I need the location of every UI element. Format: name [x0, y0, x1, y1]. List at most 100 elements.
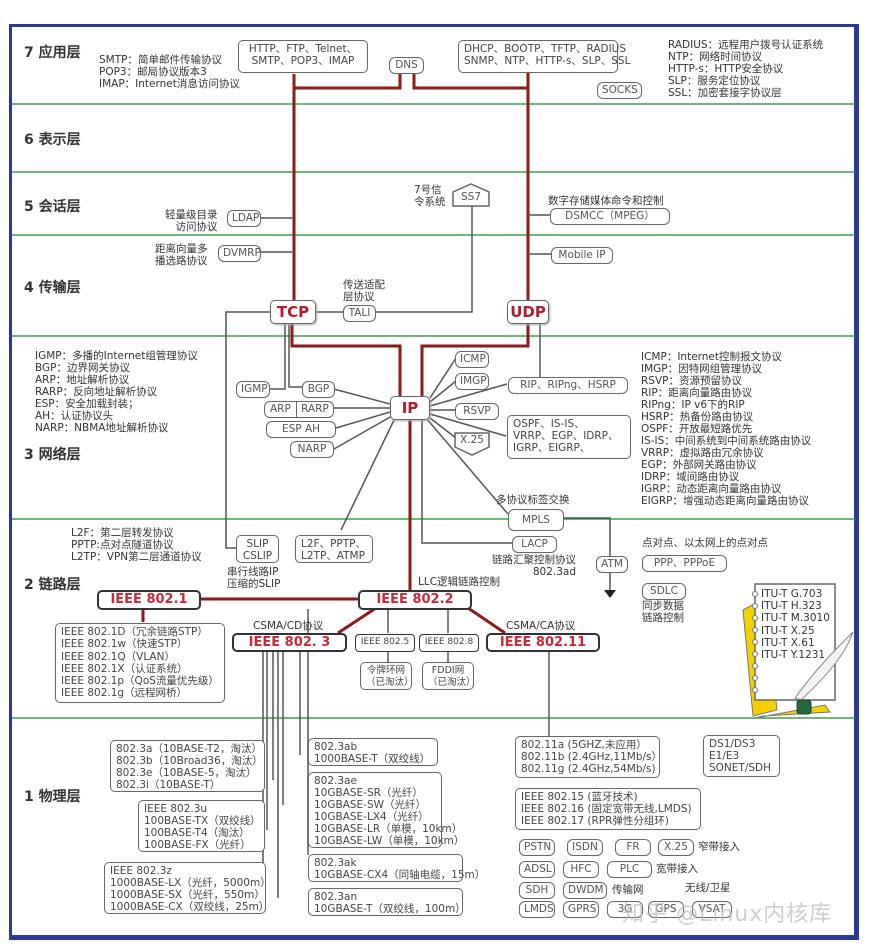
mpls-box: MPLS	[508, 509, 564, 531]
adsl-box: ADSL	[519, 861, 555, 878]
watermark: 知乎 @Linux内核库	[622, 902, 833, 927]
ieee-8025-box: IEEE 802.5	[355, 634, 415, 652]
l2f-group-box: L2F、PPTP、 L2TP、ATMP	[295, 535, 373, 563]
app-notes-left: SMTP：简单邮件传输协议 POP3：邮局协议版本3 IMAP：Internet…	[99, 54, 240, 90]
csma-cd-desc: CSMA/CD协议	[253, 620, 324, 632]
8023ak-box: 802.3ak 10GBASE-CX4（同轴电缆，15m）	[308, 854, 485, 882]
sdh-box: SDH	[519, 882, 555, 899]
ieee-8021-box: IEEE 802.1	[97, 590, 201, 610]
igmp-box: IGMP	[236, 381, 270, 398]
mpls-desc: 多协议标签交换	[496, 494, 570, 506]
8023a-box: 802.3a（10BASE-T2，淘汰） 802.3b（10Broad36，淘汰…	[110, 740, 265, 792]
8023ab-box: 802.3ab 1000BASE-T（双绞线）	[308, 738, 438, 766]
ss7-shape	[452, 183, 490, 207]
narp-box: NARP	[290, 441, 334, 458]
rip-group-box: RIP、RIPng、HSRP	[508, 377, 628, 394]
layer-5-label: 5 会话层	[24, 199, 81, 215]
layer-4-label: 4 传输层	[24, 280, 81, 296]
udp-apps-box: DHCP、BOOTP、TFTP、RADIUS SNMP、NTP、HTTP-s、S…	[458, 40, 630, 73]
layer-6-label: 6 表示层	[24, 132, 81, 148]
ss7-label: SS7	[460, 191, 481, 203]
x25-label: X.25	[460, 434, 484, 446]
ds-sonet-box: DS1/DS3 E1/E3 SONET/SDH	[703, 735, 780, 777]
quill-icon	[794, 631, 854, 701]
broadband-label: 宽带接入	[656, 863, 698, 875]
ieee-8021-list-box: IEEE 802.1D（冗余链路STP） IEEE 802.1w（快速STP） …	[55, 623, 225, 703]
ieee-8022-box: IEEE 802.2	[358, 590, 472, 610]
ppp-box: PPP、PPPoE	[642, 555, 727, 572]
tcp-box: TCP	[270, 300, 316, 324]
notepad-icon	[754, 583, 836, 701]
ospf-group-box: OSPF、IS-IS、 VRRP、EGP、IDRP、 IGRP、EIGRP、	[507, 415, 631, 459]
gprs-box: GPRS	[563, 901, 599, 918]
slip-desc: 串行线路IP 压缩的SLIP	[227, 566, 281, 590]
fddi-box: FDDI网 （已淘汰）	[422, 662, 476, 690]
sdlc-desc: 同步数据 链路控制	[642, 600, 684, 624]
transport-net-label: 传输网	[612, 884, 644, 896]
8023u-box: IEEE 802.3u 100BASE-TX（双绞线） 100BASE-T4（淘…	[138, 800, 265, 852]
rsvp-box: RSVP	[455, 403, 499, 420]
layer-1-label: 1 物理层	[24, 789, 81, 805]
network-notes-left: IGMP：多播的Internet组管理协议 BGP：边界网关协议 ARP：地址解…	[35, 350, 198, 434]
isdn-box: ISDN	[567, 839, 603, 856]
ieee-8028-box: IEEE 802.8	[419, 634, 479, 652]
llc-desc: LLC逻辑链路控制	[418, 576, 501, 588]
layer-7-label: 7 应用层	[24, 45, 81, 61]
ip-box: IP	[390, 396, 430, 420]
app-notes-right: RADIUS：远程用户拨号认证系统 NTP：网络时间协议 HTTP-s：HTTP…	[668, 39, 824, 99]
tcp-apps-box: HTTP、FTP、Telnet、 SMTP、POP3、IMAP	[238, 40, 368, 73]
80211-box: 802.11a (5GHZ,未应用） 802.11b (2.4GHz,11Mb/…	[515, 736, 662, 778]
icmp-box: ICMP	[455, 351, 489, 368]
pstn-box: PSTN	[519, 839, 555, 856]
lacp-desc: 链路汇聚控制协议 802.3ad	[492, 554, 576, 578]
vsat-box: VSAT	[692, 901, 732, 918]
ldap-box: LDAP	[227, 210, 261, 227]
hfc-box: HFC	[563, 861, 599, 878]
gps-box: GPS	[648, 901, 684, 918]
fr-box: FR	[615, 839, 651, 856]
notepad-quill-illustration	[742, 583, 854, 718]
narrowband-label: 窄带接入	[698, 841, 740, 853]
80215-box: IEEE 802.15 (蓝牙技术) IEEE 802.16 (固定宽带无线,L…	[515, 788, 701, 830]
dsmcc-box: DSMCC（MPEG）	[550, 208, 670, 225]
8023an-box: 802.3an 10GBASE-T（双绞线，100m）	[308, 888, 466, 916]
lmds-box: LMDS	[519, 901, 555, 918]
imgp-box: IMGP	[455, 373, 489, 390]
ink-bottle-icon	[796, 699, 812, 715]
layer-3-label: 3 网络层	[24, 447, 81, 463]
arp-rarp-box: ARP RARP	[264, 401, 334, 418]
layer-2-label: 2 链路层	[24, 577, 81, 593]
wireless-label: 无线/卫星	[685, 882, 731, 894]
itu-list: ITU-T G.703 ITU-T H.323 ITU-T M.3010 ITU…	[761, 588, 830, 662]
ppp-desc: 点对点、以太网上的点对点	[642, 537, 768, 549]
dwdm-box: DWDM	[563, 882, 607, 899]
8023ae-box: 802.3ae 10GBASE-SR（光纤） 10GBASE-SW（光纤） 10…	[308, 772, 464, 848]
8023z-box: IEEE 802.3z 1000BASE-LX（光纤，5000m） 1000BA…	[104, 862, 271, 914]
socks-box: SOCKS	[597, 82, 642, 99]
plc-box: PLC	[607, 861, 652, 878]
ieee-80211-box: IEEE 802.11	[486, 633, 600, 652]
arp-label: ARP	[270, 403, 291, 415]
sdlc-box: SDLC	[642, 583, 686, 600]
csma-ca-desc: CSMA/CA协议	[506, 620, 576, 632]
x25-shape	[454, 432, 490, 456]
esp-ah-box: ESP AH	[266, 421, 336, 438]
dsmcc-desc: 数字存储媒体命令和控制	[548, 195, 664, 207]
lacp-box: LACP	[512, 536, 557, 553]
dvmrp-desc: 距离向量多 播选路协议	[155, 243, 208, 267]
x25-phys-box: X.25	[658, 839, 694, 856]
ieee-8023-box: IEEE 802. 3	[232, 633, 347, 652]
dvmrp-box: DVMRP	[218, 245, 261, 262]
rarp-label: RARP	[295, 402, 333, 417]
slip-box: SLIP CSLIP	[236, 535, 279, 563]
atm-box: ATM	[596, 556, 628, 573]
link-notes-left: L2F：第二层转发协议 PPTP:点对点隧道协议 L2TP：VPN第二层通道协议	[71, 527, 202, 563]
3g-box: 3G	[607, 901, 643, 918]
ldap-desc: 轻量级目录 访问协议	[165, 209, 218, 233]
token-ring-box: 令牌环网 （已淘汰）	[360, 662, 414, 690]
ss7-desc: 7号信 令系统	[414, 184, 446, 208]
bgp-box: BGP	[302, 381, 335, 398]
mobile-ip-box: Mobile IP	[551, 247, 613, 264]
udp-box: UDP	[507, 300, 549, 324]
network-notes-right: ICMP：Internet控制报文协议 IMGP：因特网组管理协议 RSVP：资…	[641, 351, 812, 507]
